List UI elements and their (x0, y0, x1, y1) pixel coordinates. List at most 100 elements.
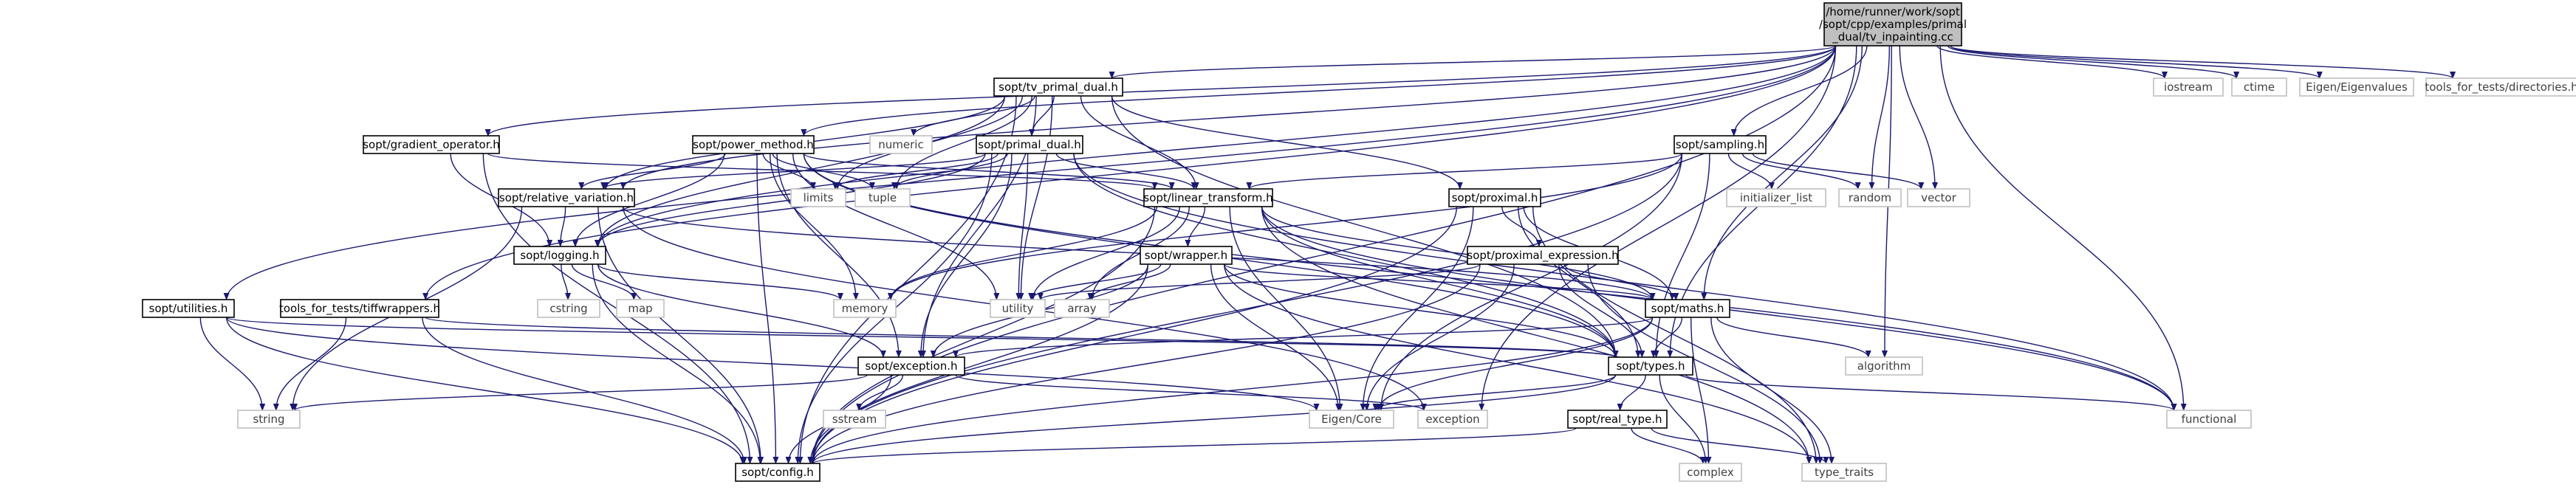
node-label: sopt/relative_variation.h (499, 191, 634, 205)
node-label: sopt/proximal.h (1452, 191, 1538, 204)
node-random: random (1838, 188, 1902, 207)
node-box (1567, 410, 1668, 429)
node-box (1801, 463, 1887, 482)
edge-linear_transform-to-memory (888, 206, 1157, 300)
edge-root-to-config (809, 45, 1837, 464)
node-label: sopt/wrapper.h (1145, 249, 1227, 262)
node-box (1645, 299, 1730, 318)
edge-root-to-iostream (1936, 45, 2168, 79)
edge-primal_dual-to-functional (1073, 153, 2177, 411)
edge-utilities-to-string (199, 317, 266, 411)
node-label: sopt/primal_dual.h (978, 138, 1080, 152)
node-box (735, 463, 821, 482)
node-box (990, 299, 1046, 318)
node-label: string (253, 413, 284, 426)
node-box (2153, 77, 2224, 97)
edge-root-to-utilities (223, 45, 1837, 300)
edge-types-to-eigen_core (1372, 374, 1617, 411)
edge-proximal_expression-to-utility (1038, 263, 1481, 300)
node-logging[interactable]: sopt/logging.h (513, 246, 606, 265)
edge-wrapper-to-config (807, 263, 1149, 464)
node-box (823, 410, 886, 429)
node-real-type[interactable]: sopt/real_type.h (1567, 410, 1668, 429)
node-label: sopt/real_type.h (1572, 413, 1662, 427)
root-node[interactable]: /home/runner/work/sopt /sopt/cpp/example… (1819, 2, 1967, 46)
edge-maths-to-types (1651, 317, 1683, 358)
edge-tv_primal_dual-to-types (1111, 95, 1619, 358)
node-sampling[interactable]: sopt/sampling.h (1674, 135, 1767, 154)
node-label: utility (1002, 302, 1034, 315)
edge-root-to-power_method (801, 45, 1837, 137)
node-label: exception (1425, 413, 1479, 426)
node-functional: functional (2166, 410, 2252, 429)
node-types[interactable]: sopt/types.h (1608, 356, 1693, 376)
node-vector: vector (1907, 188, 1970, 207)
node-sstream: sstream (823, 410, 886, 429)
edge-sampling-to-config (809, 153, 1683, 464)
edge-root-to-logging (595, 45, 1837, 247)
node-box (498, 188, 635, 207)
node-label: complex (1687, 466, 1734, 479)
node-ctime: ctime (2231, 77, 2287, 97)
node-box (1054, 299, 1110, 318)
node-complex: complex (1679, 463, 1742, 482)
edge-logging-to-cstring (561, 263, 572, 300)
node-maths[interactable]: sopt/maths.h (1645, 299, 1730, 318)
node-label: limits (804, 191, 834, 204)
edge-tiffwrappers-to-config (422, 317, 747, 464)
node-linear-transform[interactable]: sopt/linear_transform.h (1143, 188, 1273, 207)
edge-tv_primal_dual-to-config (797, 95, 1017, 464)
node-config[interactable]: sopt/config.h (735, 463, 821, 482)
node-type-traits: type_traits (1801, 463, 1887, 482)
node-proximal-expression[interactable]: sopt/proximal_expression.h (1467, 246, 1619, 265)
edge-real_type-to-type_traits (1651, 427, 1829, 464)
edge-tiffwrappers-to-types (425, 317, 1618, 358)
edge-sampling-to-eigen_core (1377, 153, 1683, 411)
node-primal-dual[interactable]: sopt/primal_dual.h (976, 135, 1083, 154)
edge-maths-to-exception (953, 317, 1654, 358)
node-box (2166, 410, 2252, 429)
node-limits: limits (790, 188, 846, 207)
node-directories: tools_for_tests/directories.h (2425, 77, 2576, 97)
node-label: sopt/types.h (1616, 359, 1685, 373)
edge-root-to-vector (1899, 45, 1939, 190)
node-label: numeric (878, 138, 923, 151)
root-node-box (1823, 2, 1962, 46)
node-gradient-operator[interactable]: sopt/gradient_operator.h (363, 135, 500, 154)
edge-wrapper-to-types (1223, 263, 1619, 358)
node-label: sopt/gradient_operator.h (363, 138, 500, 152)
edge-relative_variation-to-maths (622, 206, 1656, 300)
node-label: tools_for_tests/directories.h (2425, 80, 2576, 94)
edge-exception-to-sstream (856, 374, 904, 411)
edge-proximal_expression-to-type_traits (1587, 263, 1823, 464)
node-label: random (1849, 191, 1891, 204)
node-exception[interactable]: sopt/exception.h (857, 356, 965, 376)
node-array: array (1054, 299, 1110, 318)
node-power-method[interactable]: sopt/power_method.h (692, 135, 815, 154)
node-wrapper[interactable]: sopt/wrapper.h (1140, 246, 1233, 265)
edge-sampling-to-memory (888, 153, 1683, 300)
root-label-line-1: /home/runner/work/sopt (1826, 5, 1960, 18)
node-box (2425, 77, 2576, 97)
node-label: vector (1921, 191, 1956, 204)
node-box (1417, 410, 1488, 429)
node-tiffwrappers[interactable]: tools_for_tests/tiffwrappers.h (279, 299, 440, 318)
node-tuple: tuple (854, 188, 911, 207)
node-box (616, 299, 665, 318)
node-label: type_traits (1815, 466, 1874, 480)
node-box (1448, 188, 1541, 207)
node-relative-variation[interactable]: sopt/relative_variation.h (498, 188, 635, 207)
node-label: memory (842, 302, 888, 315)
node-eigenvalues: Eigen/Eigenvalues (2299, 77, 2414, 97)
edge-power_method-to-config (756, 153, 779, 464)
edge-utilities-to-eigen_core (225, 317, 1320, 411)
edge-types-to-real_type (1617, 374, 1646, 411)
node-label: sopt/linear_transform.h (1143, 191, 1272, 205)
node-box (513, 246, 606, 265)
node-proximal[interactable]: sopt/proximal.h (1448, 188, 1541, 207)
node-box (869, 135, 933, 154)
edge-proximal-to-types (1517, 206, 1642, 358)
node-utilities[interactable]: sopt/utilities.h (142, 299, 235, 318)
node-tv-primal-dual[interactable]: sopt/tv_primal_dual.h (993, 77, 1123, 97)
edge-root-to-ctime (1947, 45, 2239, 79)
